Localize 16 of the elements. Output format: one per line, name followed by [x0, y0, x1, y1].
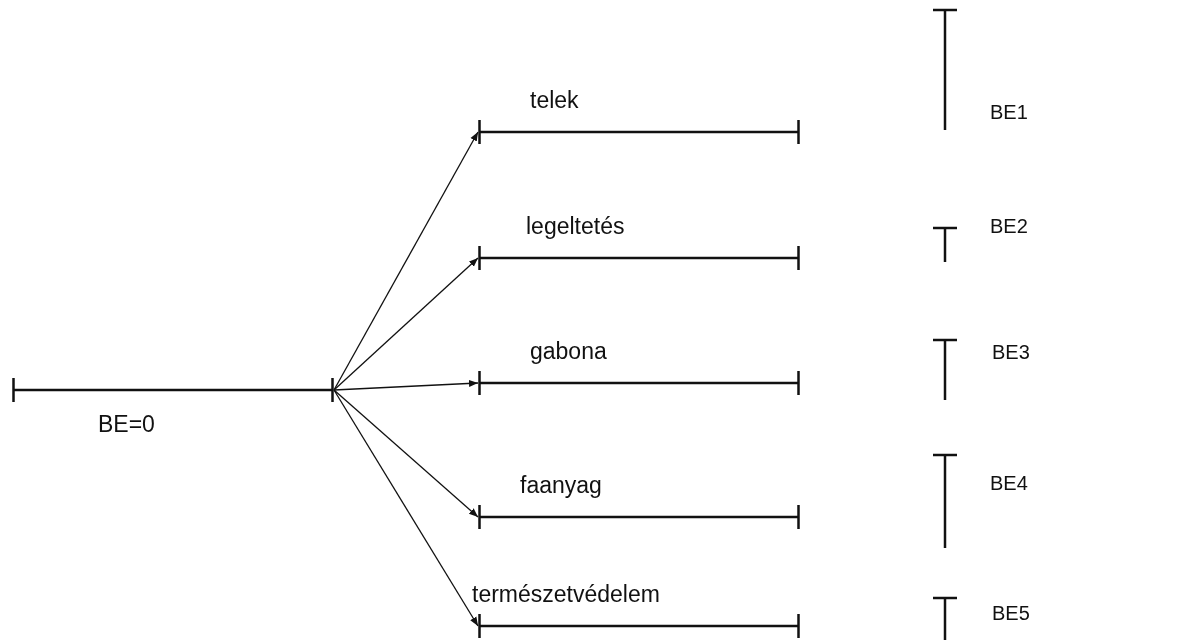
value-label: BE4: [990, 471, 1028, 495]
option-label: telek: [530, 86, 579, 114]
arrow: [333, 389, 479, 518]
value-label: BE3: [992, 340, 1030, 364]
phase-label: BE=0: [98, 410, 155, 438]
value-label: BE1: [990, 100, 1028, 124]
option-label: faanyag: [520, 471, 602, 499]
arrow: [333, 379, 479, 391]
arrow: [333, 389, 479, 627]
option-label: természetvédelem: [472, 580, 660, 608]
value-label: BE2: [990, 214, 1028, 238]
value-label: BE5: [992, 601, 1030, 625]
arrow: [333, 257, 479, 391]
option-label: legeltetés: [526, 212, 625, 240]
arrow: [333, 131, 479, 391]
option-label: gabona: [530, 337, 607, 365]
